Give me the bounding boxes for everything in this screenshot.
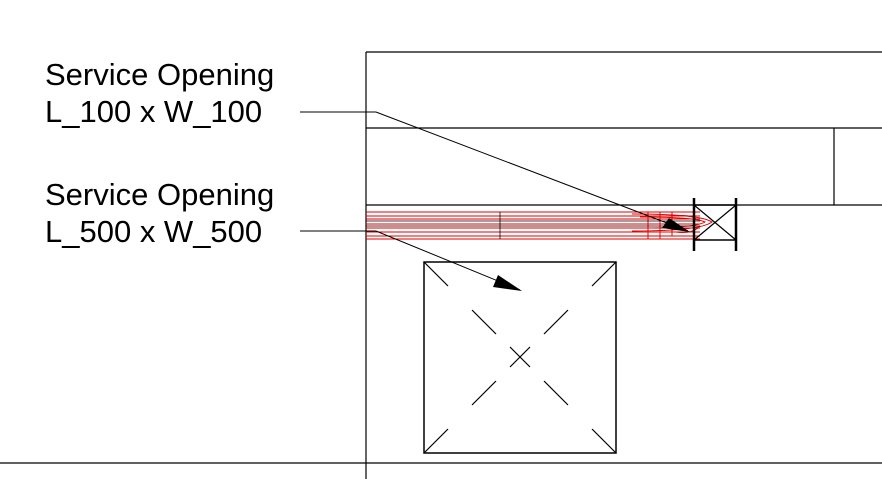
tag-2-line-2: L_500 x W_500	[45, 214, 262, 249]
service-run-dark-core	[366, 212, 700, 239]
leader-line-2	[300, 230, 521, 291]
structure-linework	[0, 51, 882, 479]
arrowhead-icon	[662, 218, 690, 232]
annotation-tag-1: Service Opening L_100 x W_100	[45, 57, 274, 129]
service-bend	[631, 213, 713, 232]
crossed-square-icon	[423, 261, 617, 454]
service-run	[366, 211, 713, 240]
arrowhead-icon	[493, 275, 522, 291]
annotation-tag-2: Service Opening L_500 x W_500	[45, 177, 274, 249]
tag-1-line-1: Service Opening	[45, 57, 274, 92]
tag-2-line-1: Service Opening	[45, 177, 274, 212]
crossed-box-icon	[692, 198, 738, 251]
leader-line-1	[300, 111, 689, 232]
tag-1-line-2: L_100 x W_100	[45, 94, 262, 129]
